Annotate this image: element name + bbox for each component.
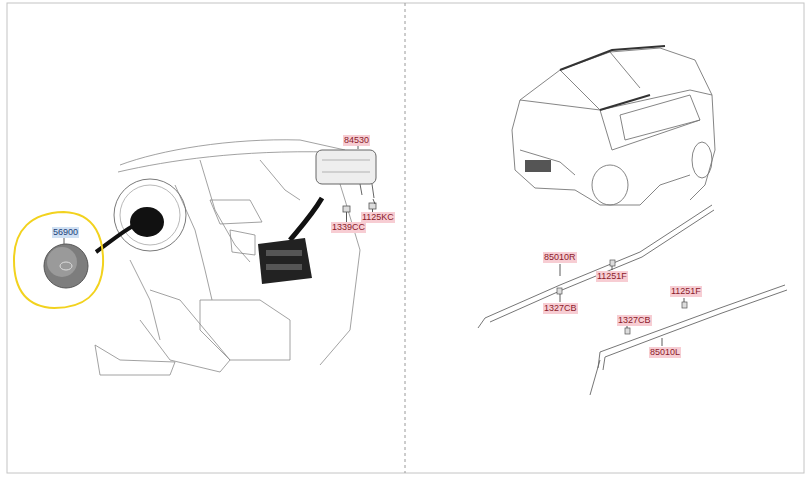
passenger-airbag-location: [258, 238, 312, 284]
part-number: 84530: [343, 135, 370, 146]
driver-airbag-location: [130, 207, 164, 237]
part-number: 1327CB: [617, 315, 652, 326]
callout-number: 56900: [52, 227, 79, 238]
fastener: [557, 260, 687, 334]
part-number: 85010R: [543, 252, 577, 263]
leader-line: [64, 238, 65, 244]
driver-airbag: [44, 244, 88, 288]
leader-line: [358, 146, 359, 149]
vehicle: [512, 48, 715, 205]
frame: [7, 3, 804, 473]
passenger-airbag: [316, 150, 376, 184]
part-number: 1339CC: [331, 222, 366, 233]
highlight-circle: 56900: [12, 210, 106, 310]
steering-wheel: [114, 179, 186, 251]
highlight-outline: [12, 210, 106, 310]
divider: [405, 3, 406, 473]
pointer-band: [290, 198, 322, 240]
part-number: 11251F: [670, 286, 702, 297]
part-number: 85010L: [649, 347, 681, 358]
part-number: 1125KC: [361, 212, 395, 223]
leader-line: [560, 264, 684, 346]
part-number: 11251F: [596, 271, 628, 282]
curtain-airbag: [478, 205, 787, 395]
part-number: 1327CB: [543, 303, 578, 314]
